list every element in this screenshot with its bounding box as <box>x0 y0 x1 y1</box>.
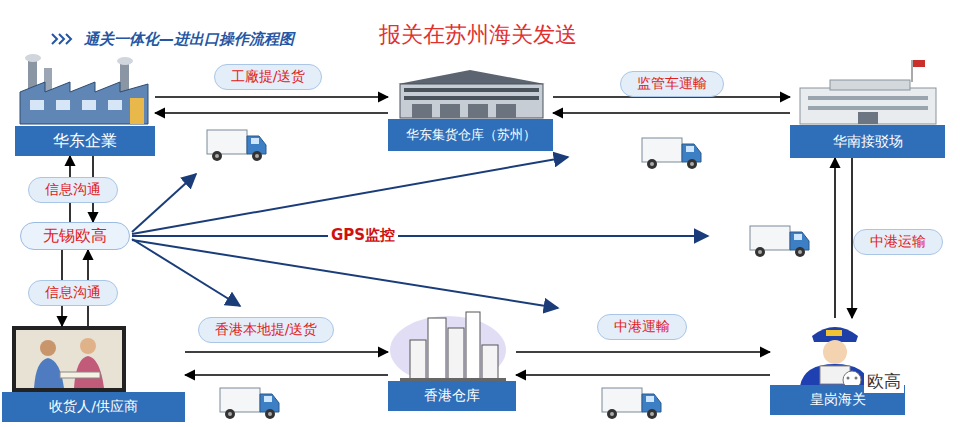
factory-icon-part <box>25 54 41 62</box>
gps-fan-arrows-part <box>132 174 196 232</box>
edge-label: 监管车運輸 <box>620 71 724 97</box>
watermark-icon-part <box>847 377 850 380</box>
heading-note: 报关在苏州海关发送 <box>376 20 580 50</box>
node-text: 皇岗海关 <box>810 391 866 409</box>
customs-officer-icon-part <box>823 340 847 364</box>
city-icon-part <box>448 328 464 380</box>
edge-label: 中港运输 <box>853 229 943 255</box>
factory-icon-part <box>56 100 70 110</box>
diagram-title: 通关一体化—进出口操作流程图 <box>84 30 294 49</box>
edge-label: 信息沟通 <box>28 177 118 203</box>
factory-icon <box>20 54 148 124</box>
people-icon-part <box>60 372 100 378</box>
watermark-icon-part <box>855 377 858 380</box>
truck-icons-part <box>602 388 661 419</box>
terminal-building-icon-part <box>800 88 936 124</box>
flow-arrow <box>185 351 388 353</box>
warehouse-icon-part <box>404 88 539 92</box>
node-text: 收货人/供应商 <box>49 398 138 416</box>
city-icon-part <box>482 345 498 380</box>
terminal-building-icon-part <box>858 112 878 124</box>
label-bar: 华东集货仓库（苏州） <box>388 119 553 151</box>
truck-icons-part <box>750 226 809 257</box>
label-bar: 香港仓库 <box>388 381 516 411</box>
factory-icon-part <box>82 100 96 110</box>
people-icon-part <box>14 328 124 390</box>
warehouse-icon-part <box>496 104 516 118</box>
factory-icon-part <box>117 57 133 65</box>
edge-label: 信息沟通 <box>28 280 118 306</box>
label-bar: 华南接驳场 <box>790 125 945 158</box>
flow-arrow <box>516 351 770 353</box>
label-bar: 华东企業 <box>15 126 155 156</box>
node-text: 华东集货仓库（苏州） <box>406 126 536 144</box>
factory-icon-part <box>130 98 144 124</box>
pill-body: 无锡欧高 <box>20 222 130 250</box>
node-text: 华南接驳场 <box>833 133 903 151</box>
label-bar: 收货人/供应商 <box>2 392 185 422</box>
warehouse-icon-part <box>440 104 460 118</box>
truck-icons-part <box>642 138 701 169</box>
terminal-building-icon-part <box>808 106 928 110</box>
warehouse-icon-part <box>404 96 539 100</box>
edge-label: 中港運輸 <box>597 314 687 340</box>
title-chevrons <box>52 34 71 44</box>
people-icon-part <box>40 340 56 356</box>
warehouse-icon-part <box>412 104 432 118</box>
flow-arrow <box>155 112 388 114</box>
location-box: 华东企業 <box>15 56 155 156</box>
gps-fan-arrows-part <box>132 240 558 308</box>
flow-arrow <box>155 96 388 98</box>
people-icon-part <box>80 338 96 354</box>
city-icon-part <box>410 340 426 380</box>
edge-label: 工廠提/送货 <box>214 64 323 90</box>
warehouse-icon <box>398 70 545 118</box>
node-text: 香港仓库 <box>424 387 480 405</box>
gps-fan-arrows-part <box>132 157 568 234</box>
factory-icon-part <box>108 100 122 110</box>
location-box: 收货人/供应商 <box>2 326 185 422</box>
terminal-building-icon-part <box>830 80 910 90</box>
customs-officer-icon-part <box>812 327 858 342</box>
warehouse-icon-part <box>468 104 488 118</box>
city-icon <box>390 312 506 384</box>
warehouse-icon-part <box>398 70 545 84</box>
gps-label: GPS监控 <box>328 226 398 245</box>
gps-fan-arrows-part <box>132 235 708 237</box>
customs-officer-icon-part <box>826 330 842 336</box>
location-box: 皇岗海关 <box>770 318 905 415</box>
truck-icons-part <box>207 130 266 161</box>
factory-icon-part <box>30 100 44 110</box>
terminal-building-icon-part <box>912 60 913 82</box>
terminal-building-icon <box>800 60 936 124</box>
warehouse-icon-part <box>400 84 543 118</box>
city-icon-part <box>428 318 446 380</box>
terminal-building-icon-part <box>808 96 928 100</box>
flow-arrow <box>185 374 388 376</box>
flow-arrow <box>553 112 790 114</box>
terminal-building-icon-part <box>913 60 925 67</box>
company-pill: 无锡欧高 <box>20 222 130 250</box>
watermark: 欧高 <box>864 370 904 393</box>
node-text: 华东企業 <box>53 131 117 152</box>
title-chevrons-part <box>52 34 71 44</box>
node-text: 无锡欧高 <box>43 226 107 247</box>
edge-label: 香港本地提/送货 <box>198 317 335 343</box>
location-box: 香港仓库 <box>388 300 516 411</box>
location-box: 华南接驳场 <box>790 58 945 158</box>
flow-arrow <box>834 158 836 318</box>
truck-icons-part <box>220 388 279 419</box>
city-icon-part <box>466 312 480 380</box>
people-icon <box>14 328 124 390</box>
factory-icon-part <box>20 82 148 124</box>
flow-arrow <box>516 374 770 376</box>
city-icon-part <box>390 316 506 384</box>
location-box: 华东集货仓库（苏州） <box>388 66 553 151</box>
gps-fan-arrows <box>132 157 708 308</box>
